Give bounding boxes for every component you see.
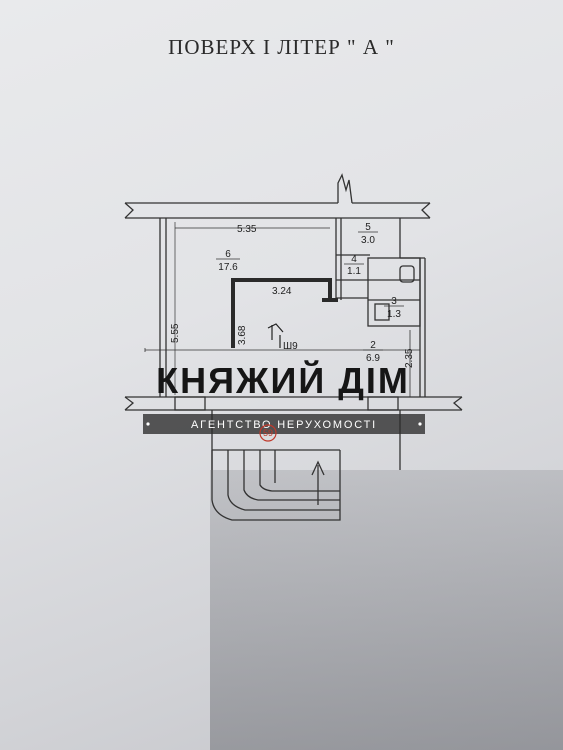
room-2: 2 6.9	[363, 340, 383, 364]
room-number: 6	[225, 249, 231, 260]
dim-inner-left: 3.68	[237, 325, 248, 345]
top-wall	[124, 173, 431, 219]
watermark-tagline: АГЕНТСТВО НЕРУХОМОСТІ	[191, 419, 377, 431]
watermark-brand: КНЯЖИЙ ДІМ	[156, 359, 410, 401]
dim-top: 5.35	[237, 224, 257, 235]
room-number: 4	[351, 254, 357, 265]
room-area: 1.3	[387, 309, 401, 320]
room-number: 2	[370, 340, 376, 351]
dim-inner-top: 3.24	[272, 286, 292, 297]
toilet-icon	[399, 265, 415, 283]
porch-outline	[211, 450, 341, 521]
room-5: 5 3.0	[358, 222, 378, 246]
room-4: 4 1.1	[344, 254, 364, 277]
photo-shadow	[210, 470, 563, 750]
wc-area	[367, 257, 421, 327]
bottom-wall	[124, 396, 463, 411]
room-area: 6.9	[366, 353, 380, 364]
plan-title: ПОВЕРХ I ЛІТЕР " А "	[168, 35, 395, 59]
room-area: 3.0	[361, 235, 375, 246]
thick-inner-wall	[231, 278, 332, 348]
room-area: 1.1	[347, 266, 361, 277]
watermark-badge	[259, 424, 277, 442]
room-number: 3	[391, 296, 397, 307]
sink-icon	[374, 303, 390, 321]
stair-symbol	[267, 323, 284, 348]
watermark-badge-number: 59	[263, 428, 273, 438]
room-area: 17.6	[218, 262, 238, 273]
watermark-band	[143, 414, 425, 434]
room-6: 6 17.6	[216, 249, 240, 273]
room-3: 3 1.3	[384, 296, 404, 320]
dim-left: 5.55	[170, 323, 181, 343]
dim-right: 2.35	[404, 348, 415, 368]
watermark: КНЯЖИЙ ДІМ АГЕНТСТВО НЕРУХОМОСТІ 59	[143, 359, 425, 442]
stair-code: Ш9	[283, 341, 298, 352]
room-number: 5	[365, 222, 371, 233]
